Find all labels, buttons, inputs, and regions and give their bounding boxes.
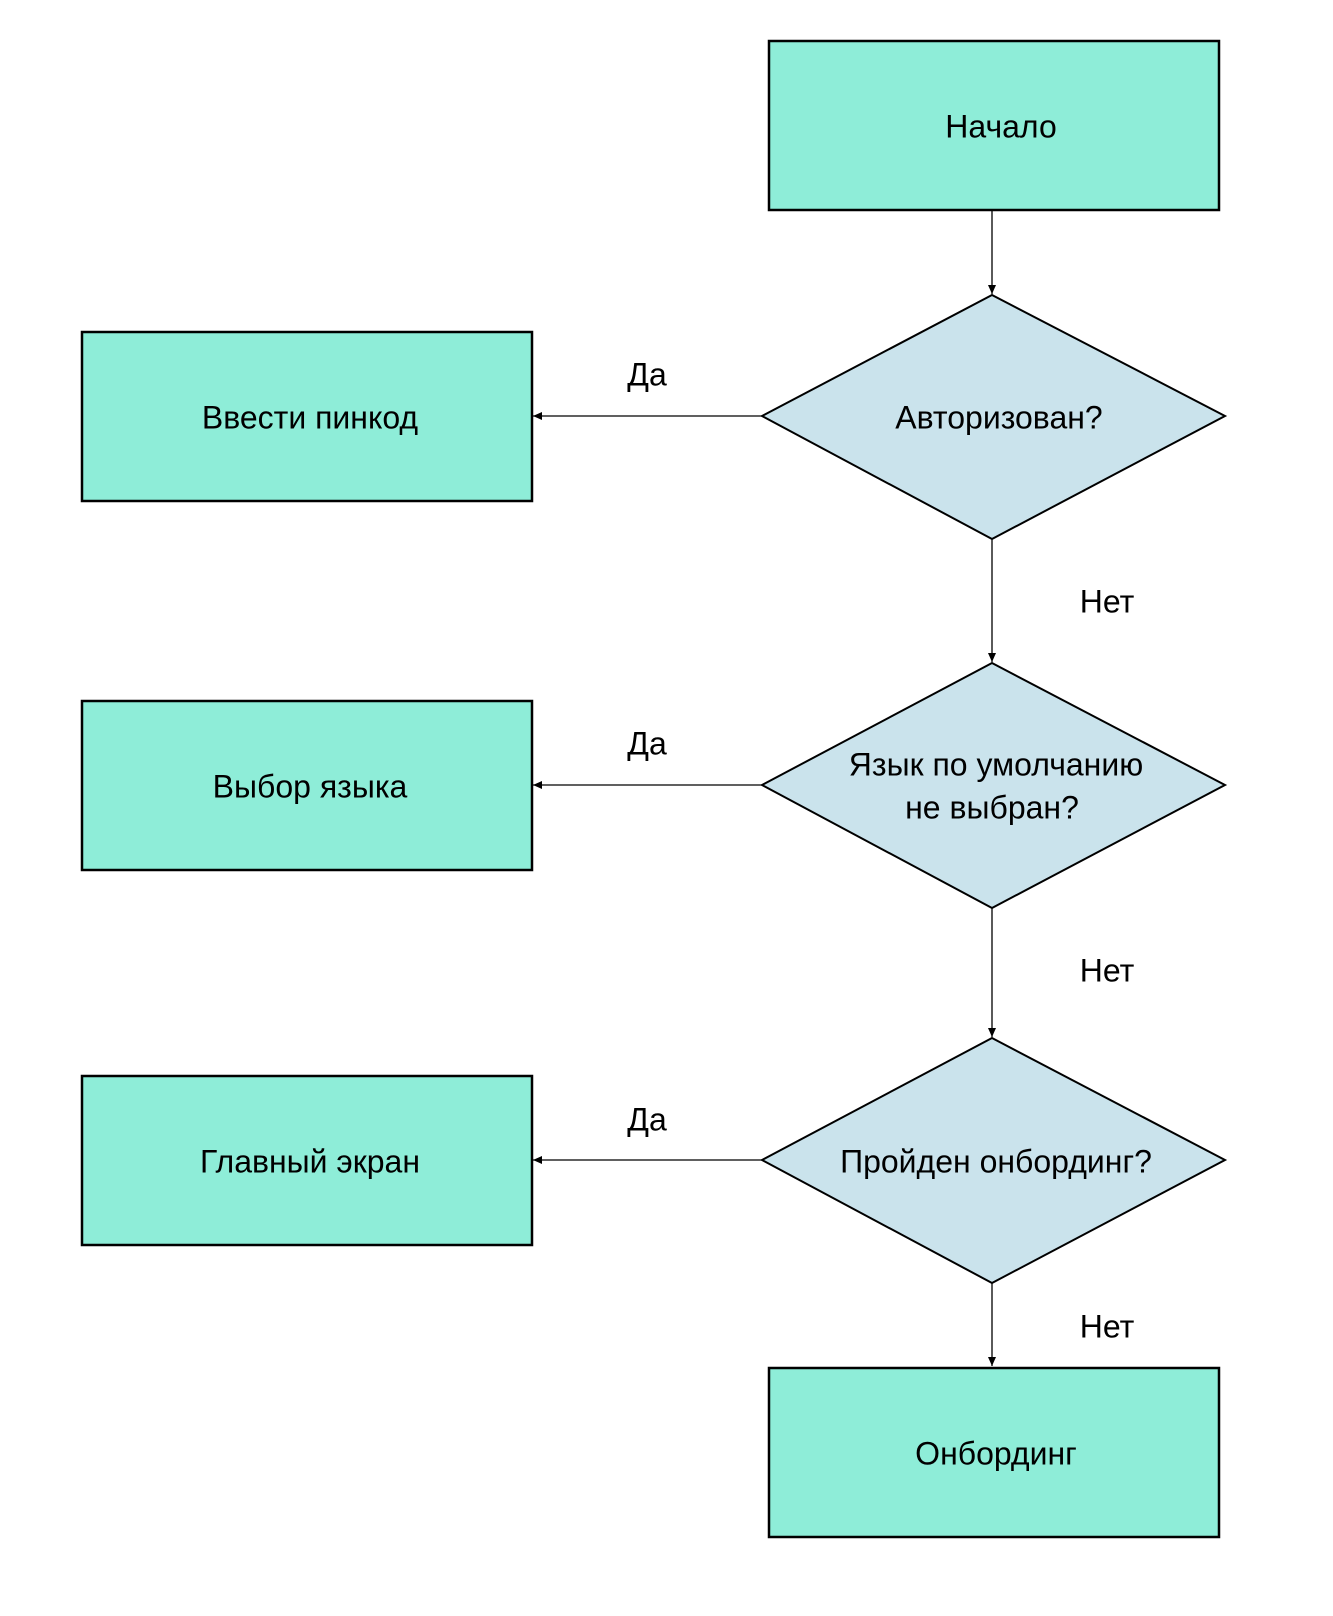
edge-label-yes-2: Да bbox=[627, 725, 667, 761]
start-box bbox=[767, 39, 1221, 212]
main-screen-box bbox=[80, 1074, 534, 1247]
language-select-label: Выбор языка bbox=[213, 768, 408, 804]
edge-label-no-1: Нет bbox=[1080, 583, 1135, 619]
edge-label-no-3: Нет bbox=[1080, 1308, 1135, 1344]
language-default-label-line2: не выбран? bbox=[905, 789, 1079, 825]
authorized-diamond bbox=[759, 293, 1228, 541]
main-screen-label: Главный экран bbox=[200, 1143, 420, 1179]
enter-pin-box bbox=[80, 330, 534, 503]
onboarding-box bbox=[767, 1366, 1221, 1539]
language-select-box bbox=[80, 699, 534, 872]
language-default-diamond bbox=[759, 661, 1228, 910]
edge-label-yes-1: Да bbox=[627, 356, 667, 392]
start-label: Начало bbox=[945, 108, 1057, 144]
enter-pin-label: Ввести пинкод bbox=[202, 399, 419, 435]
onboarding-check-label: Пройден онбординг? bbox=[840, 1143, 1152, 1179]
language-default-label-line1: Язык по умолчанию bbox=[849, 746, 1143, 782]
edge-label-yes-3: Да bbox=[627, 1101, 667, 1137]
onboarding-label: Онбординг bbox=[915, 1435, 1077, 1471]
authorized-label: Авторизован? bbox=[895, 399, 1102, 435]
onboarding-check-diamond bbox=[759, 1036, 1228, 1285]
edge-label-no-2: Нет bbox=[1080, 952, 1135, 988]
